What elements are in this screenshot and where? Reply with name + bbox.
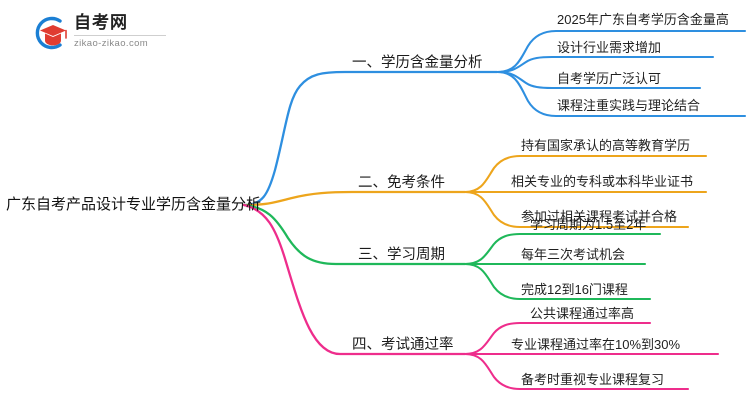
leaf-label-4-2: 专业课程通过率在10%到30%: [511, 337, 681, 352]
leaf-label-4-1: 公共课程通过率高: [530, 306, 635, 321]
logo-name: 自考网: [74, 13, 128, 32]
leaf-label-4-3: 备考时重视专业课程复习: [521, 372, 665, 387]
leaf-label-1-4: 课程注重实践与理论结合: [557, 98, 701, 113]
logo-divider: [74, 35, 166, 36]
leaf-label-3-2: 每年三次考试机会: [521, 247, 626, 262]
leaf-label-2-1: 持有国家承认的高等教育学历: [521, 138, 691, 153]
branch-label-1: 一、学历含金量分析: [352, 55, 483, 71]
logo-url: zikao-zikao.com: [74, 38, 149, 49]
branch-label-4: 四、考试通过率: [352, 337, 454, 353]
leaf-label-2-3: 参加过相关课程考试并合格: [521, 209, 678, 224]
leaf-label-3-1: 学习周期为1.5至2年: [530, 217, 647, 232]
branch-4-connectors: [242, 203, 720, 391]
leaf-label-3-3: 完成12到16门课程: [521, 282, 628, 297]
root-node-label: 广东自考产品设计专业学历含金量分析: [6, 196, 262, 213]
leaf-label-2-2: 相关专业的专科或本科毕业证书: [511, 174, 694, 189]
leaf-label-1-3: 自考学历广泛认可: [557, 71, 662, 86]
site-logo: 自考网 zikao-zikao.com: [30, 10, 170, 56]
branch-label-3: 三、学习周期: [358, 247, 445, 263]
logo-text-block: 自考网 zikao-zikao.com: [74, 13, 170, 50]
leaf-label-1-2: 设计行业需求增加: [557, 40, 662, 55]
graduation-cap-icon: [35, 16, 67, 50]
leaf-label-1-1: 2025年广东自考学历含金量高: [557, 12, 729, 27]
branch-label-2: 二、免考条件: [358, 175, 445, 191]
